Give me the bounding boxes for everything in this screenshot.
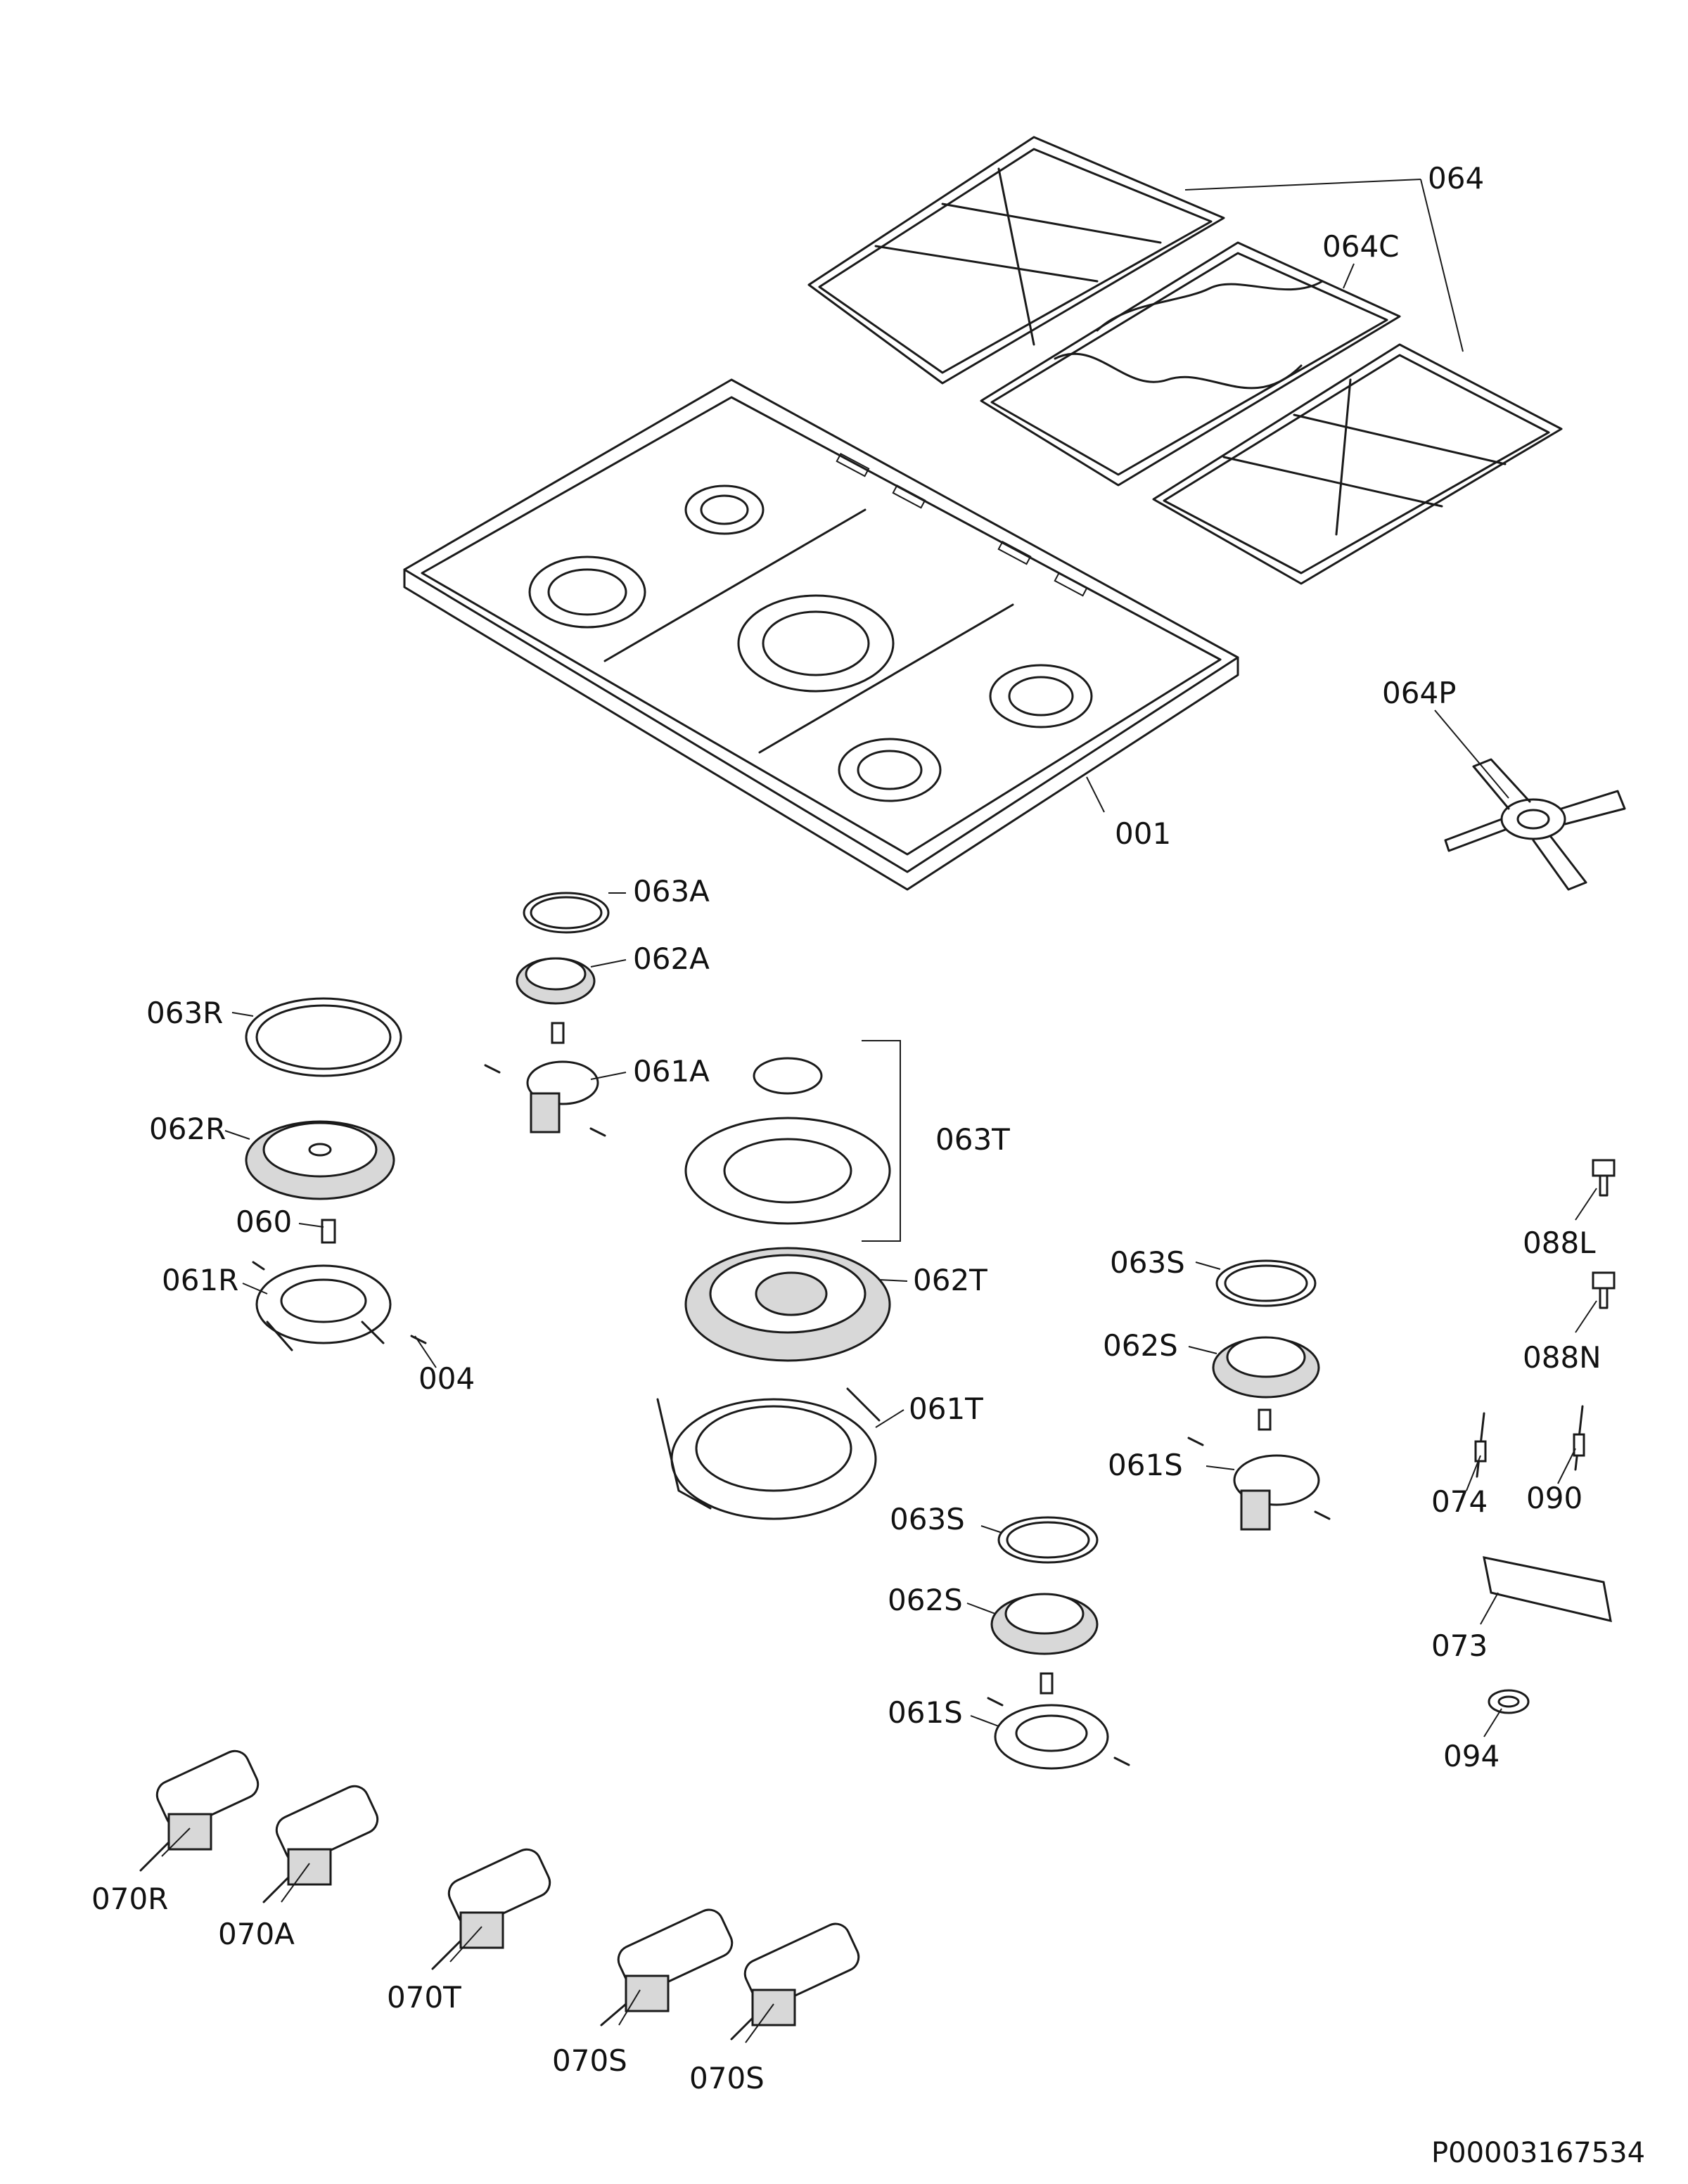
label-070s-b: 070S [689, 2061, 765, 2095]
burner-group-s-lower [987, 1516, 1130, 1770]
label-064p: 064P [1382, 676, 1457, 710]
label-063t: 063T [935, 1122, 1010, 1157]
label-060: 060 [236, 1205, 292, 1239]
pan-support-center [980, 241, 1401, 487]
small-parts-right [1474, 1159, 1616, 1714]
label-064c: 064C [1322, 229, 1400, 264]
injector-spider [1444, 758, 1626, 891]
pan-support-right [1152, 343, 1563, 585]
leader-lines [161, 179, 1597, 2043]
label-001: 001 [1115, 816, 1171, 851]
label-070s-a: 070S [552, 2043, 627, 2078]
label-070a: 070A [218, 1917, 295, 1951]
label-070t: 070T [387, 1980, 461, 2015]
gas-tap-070s-a [600, 1908, 734, 2026]
gas-tap-070a [262, 1785, 379, 1903]
burner-group-s-upper [1187, 1259, 1331, 1531]
label-063a: 063A [633, 874, 710, 908]
label-073: 073 [1431, 1629, 1488, 1663]
label-061r: 061R [162, 1263, 238, 1297]
label-070r: 070R [91, 1882, 168, 1916]
label-061s-upper: 061S [1108, 1448, 1183, 1482]
label-004: 004 [418, 1361, 475, 1396]
label-090: 090 [1526, 1481, 1582, 1515]
label-063s-upper: 063S [1110, 1245, 1185, 1280]
label-094: 094 [1443, 1739, 1500, 1773]
label-064: 064 [1428, 161, 1484, 195]
label-062s-lower: 062S [888, 1583, 963, 1617]
label-063r: 063R [146, 996, 223, 1030]
label-062a: 062A [633, 942, 710, 976]
label-061a: 061A [633, 1054, 710, 1088]
label-063s-lower: 063S [890, 1502, 965, 1536]
gas-tap-070s-b [730, 1922, 860, 2041]
burner-group-r [245, 997, 427, 1351]
gas-tap-070t [431, 1848, 551, 1970]
document-id: P00003167534 [1431, 2137, 1645, 2169]
label-088l: 088L [1523, 1226, 1596, 1260]
label-061s-lower: 061S [888, 1695, 963, 1730]
label-061t: 061T [909, 1392, 983, 1426]
pan-support-left [807, 136, 1225, 385]
burner-group-a [484, 892, 610, 1137]
label-062t: 062T [913, 1263, 987, 1297]
callout-labels: 064 064C 064P 001 063A 062A 061A 063R 06… [91, 161, 1645, 2169]
hob-top-panel [403, 378, 1239, 891]
label-062s-upper: 062S [1103, 1328, 1178, 1363]
gas-tap-070r [139, 1749, 260, 1872]
label-074: 074 [1431, 1484, 1488, 1519]
label-088n: 088N [1523, 1340, 1601, 1375]
burner-group-t [656, 1040, 901, 1520]
label-062r: 062R [149, 1112, 226, 1146]
